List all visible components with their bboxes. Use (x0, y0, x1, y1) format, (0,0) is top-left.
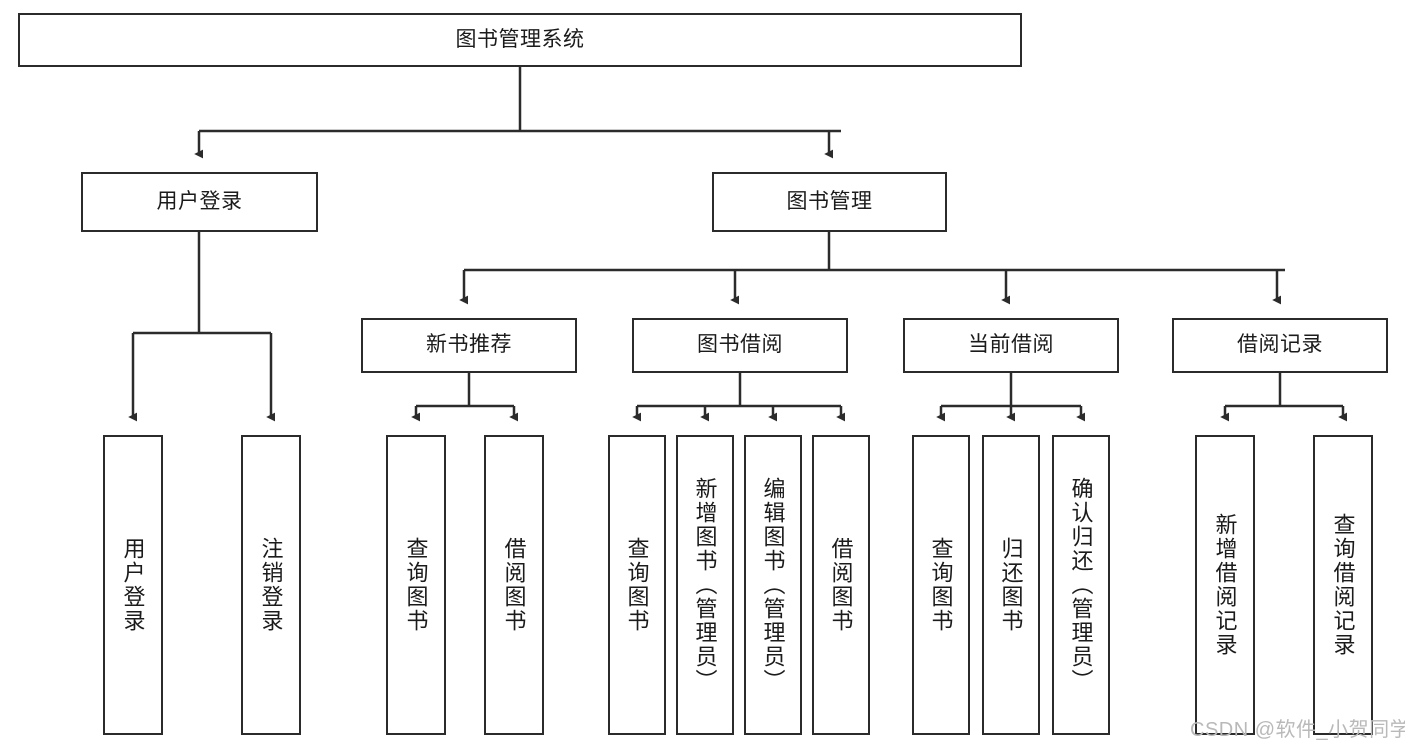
node-leaf-query-record-label: 查询借阅记录 (1330, 513, 1356, 657)
node-book-manage[interactable]: 图书管理 (712, 172, 947, 232)
node-leaf-borrow-book-2-label: 借阅图书 (828, 537, 854, 633)
node-root-label: 图书管理系统 (455, 27, 585, 51)
node-borrow-record-label: 借阅记录 (1237, 333, 1323, 357)
node-root[interactable]: 图书管理系统 (18, 13, 1022, 67)
node-borrow-record[interactable]: 借阅记录 (1172, 318, 1388, 373)
node-leaf-query-book-1[interactable]: 查询图书 (386, 435, 446, 735)
node-leaf-confirm-return[interactable]: 确认归还（管理员） (1052, 435, 1110, 735)
node-leaf-return-book[interactable]: 归还图书 (982, 435, 1040, 735)
node-new-book-recommend[interactable]: 新书推荐 (361, 318, 577, 373)
node-leaf-logout-label: 注销登录 (258, 537, 284, 633)
node-leaf-query-record[interactable]: 查询借阅记录 (1313, 435, 1373, 735)
node-book-borrow[interactable]: 图书借阅 (632, 318, 848, 373)
node-leaf-query-book-1-label: 查询图书 (403, 537, 429, 633)
node-leaf-edit-book-label: 编辑图书（管理员） (760, 477, 786, 693)
node-leaf-return-book-label: 归还图书 (998, 537, 1024, 633)
node-user-login[interactable]: 用户登录 (81, 172, 318, 232)
node-leaf-logout[interactable]: 注销登录 (241, 435, 301, 735)
node-leaf-query-book-3-label: 查询图书 (928, 537, 954, 633)
node-leaf-borrow-book-1-label: 借阅图书 (501, 537, 527, 633)
node-leaf-borrow-book-2[interactable]: 借阅图书 (812, 435, 870, 735)
node-book-borrow-label: 图书借阅 (697, 333, 783, 357)
node-leaf-user-login[interactable]: 用户登录 (103, 435, 163, 735)
node-leaf-confirm-return-label: 确认归还（管理员） (1068, 477, 1094, 693)
node-leaf-borrow-book-1[interactable]: 借阅图书 (484, 435, 544, 735)
node-leaf-query-book-2-label: 查询图书 (624, 537, 650, 633)
node-current-borrow-label: 当前借阅 (968, 333, 1054, 357)
node-leaf-query-book-2[interactable]: 查询图书 (608, 435, 666, 735)
node-leaf-add-record-label: 新增借阅记录 (1212, 513, 1238, 657)
node-new-book-recommend-label: 新书推荐 (426, 333, 512, 357)
node-leaf-user-login-label: 用户登录 (120, 537, 146, 633)
node-leaf-query-book-3[interactable]: 查询图书 (912, 435, 970, 735)
node-leaf-add-book[interactable]: 新增图书（管理员） (676, 435, 734, 735)
node-leaf-edit-book[interactable]: 编辑图书（管理员） (744, 435, 802, 735)
node-user-login-label: 用户登录 (156, 189, 243, 213)
node-leaf-add-book-label: 新增图书（管理员） (692, 477, 718, 693)
watermark-text: CSDN @软件_小贺同学 (1190, 719, 1405, 741)
node-leaf-add-record[interactable]: 新增借阅记录 (1195, 435, 1255, 735)
node-current-borrow[interactable]: 当前借阅 (903, 318, 1119, 373)
node-book-manage-label: 图书管理 (786, 189, 873, 213)
